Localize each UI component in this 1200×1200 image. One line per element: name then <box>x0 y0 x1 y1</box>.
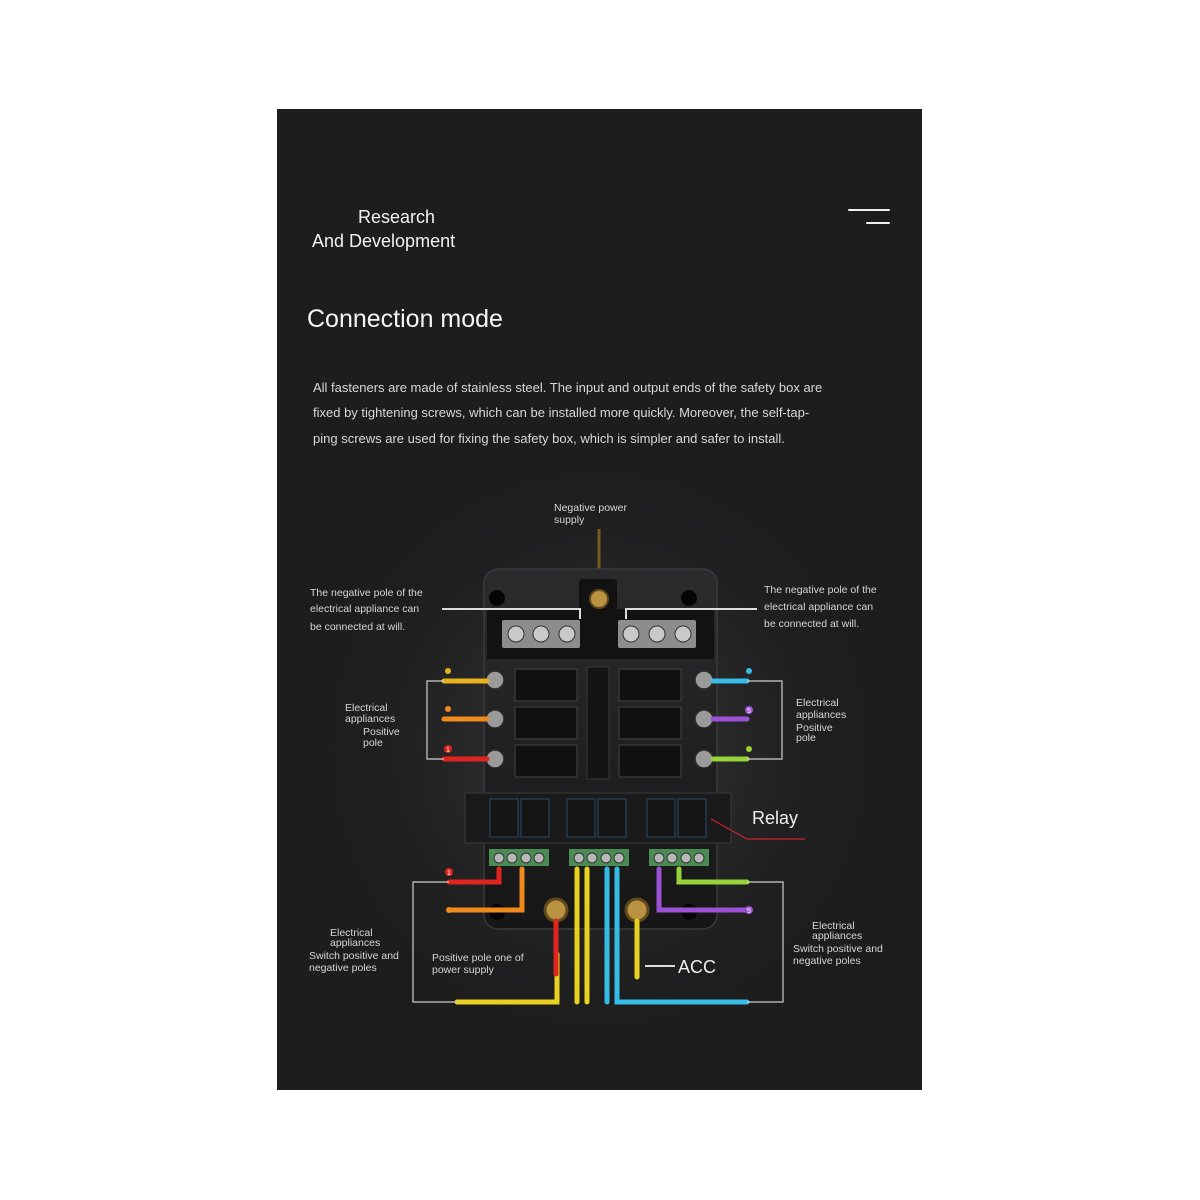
header-title-line2: And Development <box>312 231 456 251</box>
left-positive-wires <box>441 678 490 762</box>
positive-right-2: appliances <box>796 709 846 721</box>
neg-pole-left-leader <box>442 608 581 619</box>
neg-pole-right-leader <box>625 608 757 619</box>
switch-right-1: Electrical <box>812 920 855 932</box>
fuse-box <box>464 568 732 930</box>
neg-pole-left-2: electrical appliance can <box>310 603 419 615</box>
positive-left-1: Electrical <box>345 702 388 714</box>
acc-label: ACC <box>678 957 716 977</box>
positive-left-2: appliances <box>345 713 395 725</box>
bottom-right-switch-wires <box>604 866 750 1005</box>
hamburger-menu-icon[interactable] <box>848 208 890 228</box>
switch-right-2: appliances <box>812 930 862 942</box>
switch-left-2: appliances <box>330 937 380 949</box>
body-line-2: fixed by tightening screws, which can be… <box>313 405 810 420</box>
relay-pointer <box>710 818 805 840</box>
neg-supply-label-2: supply <box>554 514 585 526</box>
wire-number-1: 1 <box>446 747 450 754</box>
wire-number-5: 5 <box>747 708 751 715</box>
dot-bl-2 <box>446 907 452 913</box>
switch-right-4: negative poles <box>793 955 861 967</box>
wire-number-5b: 5 <box>747 908 751 915</box>
pos-supply-2: power supply <box>432 964 495 976</box>
right-positive-bracket <box>747 680 783 760</box>
wire-number-1b: 1 <box>447 870 451 877</box>
section-title: Connection mode <box>307 305 503 333</box>
neg-pole-right-1: The negative pole of the <box>764 584 877 596</box>
positive-right-4: pole <box>796 732 816 744</box>
dot-bl-1 <box>445 868 453 876</box>
bottom-left-bracket <box>412 881 457 1003</box>
positive-left-4: pole <box>363 737 383 749</box>
positive-right-3: Positive <box>796 722 833 734</box>
neg-pole-right-2: electrical appliance can <box>764 601 873 613</box>
switch-left-1: Electrical <box>330 927 373 939</box>
bottom-left-switch-wires <box>446 866 590 1005</box>
body-line-3: ping screws are used for fixing the safe… <box>313 431 785 446</box>
switch-left-3: Switch positive and <box>309 950 399 962</box>
neg-supply-label-1: Negative power <box>554 502 627 514</box>
relay-label: Relay <box>752 808 798 828</box>
body-line-1: All fasteners are made of stainless stee… <box>313 380 823 395</box>
header-title-line1: Research <box>358 207 436 227</box>
positive-right-1: Electrical <box>796 697 839 709</box>
switch-left-4: negative poles <box>309 962 377 974</box>
neg-pole-right-3: be connected at will. <box>764 618 859 630</box>
product-panel: Research And Development Connection mode… <box>277 109 922 1090</box>
pos-supply-1: Positive pole one of <box>432 952 524 964</box>
bottom-right-bracket <box>747 881 784 1003</box>
wire-number-dots <box>444 668 753 753</box>
positive-left-3: Positive <box>363 726 400 738</box>
neg-pole-left-1: The negative pole of the <box>310 587 423 599</box>
left-positive-bracket <box>426 680 444 760</box>
dot-br-5 <box>745 906 753 914</box>
right-positive-wires <box>710 678 750 762</box>
fuse-box-diagram: 1 5 1 5 Negative power <box>299 439 899 1059</box>
switch-right-3: Switch positive and <box>793 943 883 955</box>
neg-pole-left-3: be connected at will. <box>310 621 405 633</box>
